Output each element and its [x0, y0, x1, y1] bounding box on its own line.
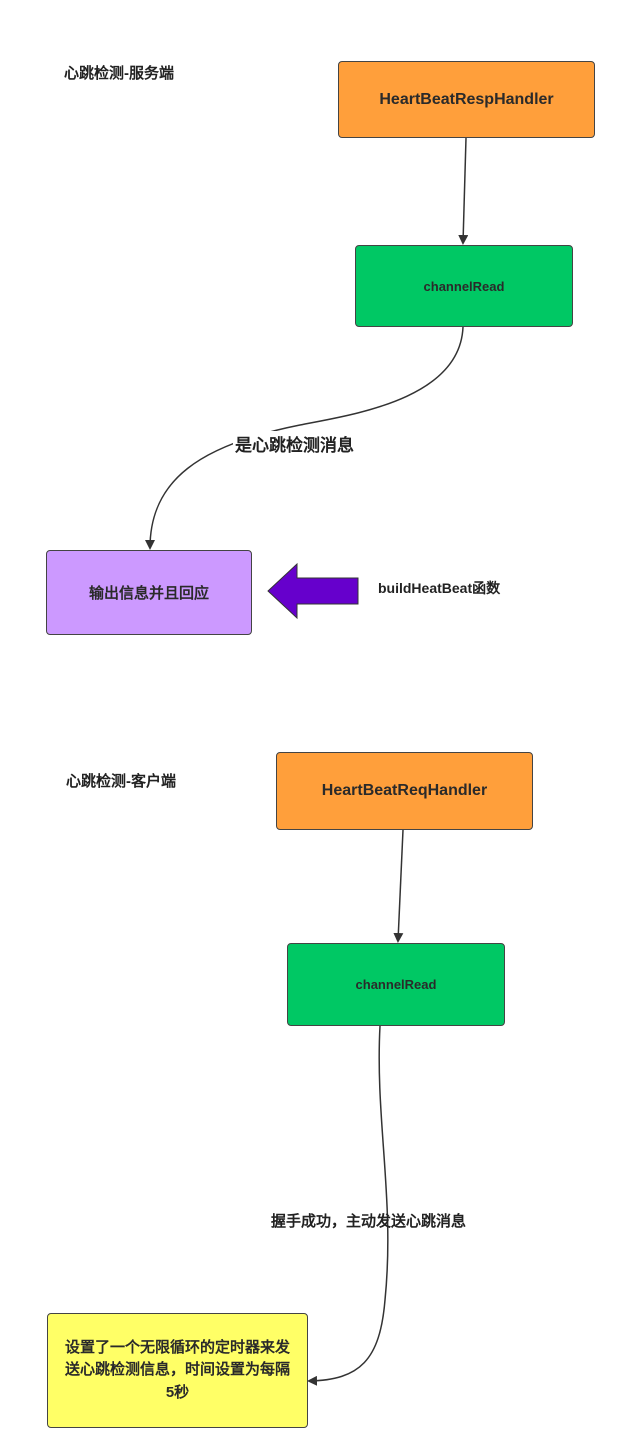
client-arrow-handler-to-read — [393, 829, 404, 943]
client-handler-label: HeartBeatReqHandler — [321, 782, 488, 799]
server-title: 心跳检测-服务端 — [64, 65, 174, 82]
client-title: 心跳检测-客户端 — [66, 773, 176, 790]
client-handler-box: HeartBeatReqHandler — [276, 752, 533, 830]
client-read-box: channelRead — [287, 943, 505, 1026]
build-heartbeat-label: buildHeatBeat函数 — [378, 580, 501, 596]
server-condition-label: 是心跳检测消息 — [233, 431, 356, 456]
server-arrow-read-to-result — [145, 326, 464, 550]
server-arrow-handler-to-read — [458, 137, 469, 245]
server-handler-label: HeartBeatRespHandler — [379, 90, 554, 108]
server-read-box: channelRead — [355, 245, 573, 327]
client-result-box: 设置了一个无限循环的定时器来发送心跳检测信息，时间设置为每隔5秒 — [47, 1313, 308, 1428]
client-condition-label: 握手成功，主动发送心跳消息 — [271, 1213, 467, 1230]
client-arrow-read-to-result — [307, 1025, 389, 1386]
server-result-label: 输出信息并且回应 — [88, 585, 209, 602]
client-result-label: 设置了一个无限循环的定时器来发送心跳检测信息，时间设置为每隔5秒 — [64, 1338, 290, 1401]
server-read-label: channelRead — [423, 278, 505, 294]
client-read-label: channelRead — [355, 977, 437, 992]
server-result-box: 输出信息并且回应 — [46, 550, 252, 635]
build-heartbeat-arrow — [267, 562, 359, 620]
server-handler-box: HeartBeatRespHandler — [338, 61, 595, 138]
